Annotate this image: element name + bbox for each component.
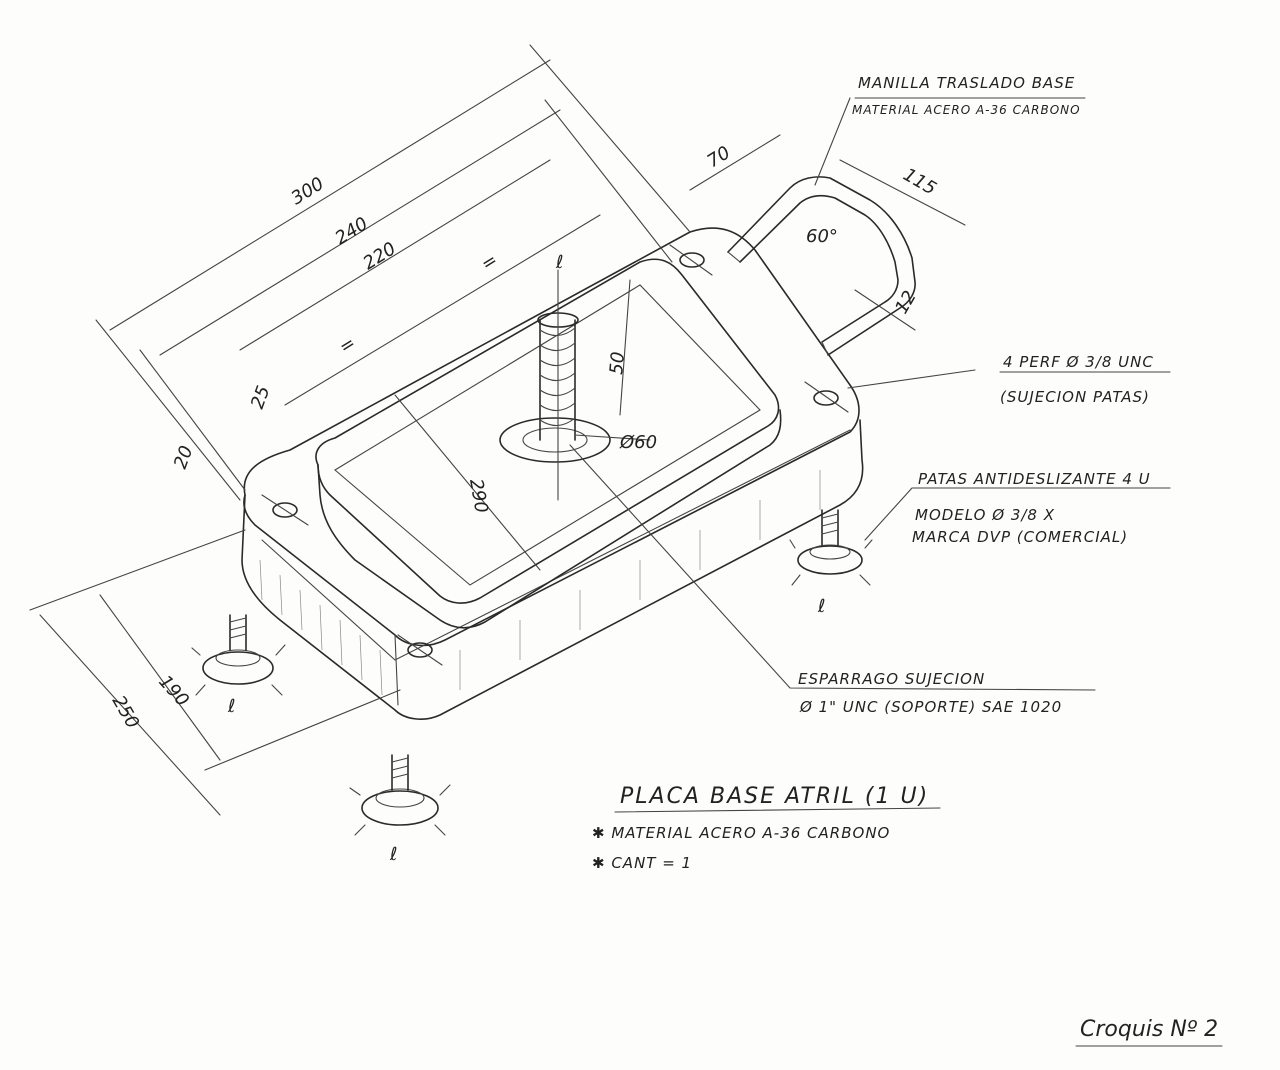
stud-note-line1: ESPARRAGO SUJECION	[798, 670, 985, 688]
feet-note-line3: MARCA DVP (COMERCIAL)	[912, 528, 1128, 546]
dim-20: 20	[170, 443, 198, 472]
sheet-number: Croquis Nº 2	[1080, 1017, 1218, 1042]
levelling-foot-left	[191, 614, 286, 696]
handle-material-note: MATERIAL ACERO A-36 CARBONO	[852, 103, 1081, 117]
dim-50: 50	[606, 351, 629, 376]
feet-note-line2: MODELO Ø 3/8 X	[915, 506, 1055, 524]
mounting-holes	[261, 244, 849, 666]
drawing-title: PLACA BASE ATRIL (1 U)	[620, 784, 929, 809]
dim-eq-1: =	[336, 332, 360, 358]
levelling-foot-front	[349, 754, 451, 836]
dim-70: 70	[704, 142, 735, 172]
dim-250: 250	[108, 692, 143, 732]
drawing-quantity: ✱ CANT = 1	[592, 854, 692, 872]
raised-pad	[315, 258, 782, 629]
dim-240: 240	[332, 213, 372, 249]
centerline-mark-stud: ℓ	[555, 252, 563, 273]
centerline-mark-foot-right: ℓ	[817, 596, 825, 617]
drawing-material: ✱ MATERIAL ACERO A-36 CARBONO	[592, 824, 890, 842]
levelling-foot-right	[789, 509, 873, 586]
threaded-stud	[499, 269, 611, 501]
base-plate	[241, 227, 864, 720]
dim-angle-60: 60°	[806, 226, 838, 247]
dim-220: 220	[360, 238, 400, 274]
dim-25: 25	[247, 383, 275, 412]
centerline-mark-foot-front: ℓ	[389, 844, 397, 865]
dimension-lines	[29, 44, 966, 816]
dim-290: 290	[465, 477, 492, 514]
dim-300: 300	[288, 173, 328, 209]
leader-lines	[569, 97, 1171, 813]
stud-note-line2: Ø 1" UNC (SOPORTE) SAE 1020	[799, 698, 1062, 716]
dim-60: Ø60	[619, 432, 657, 453]
handle-title-note: MANILLA TRASLADO BASE	[858, 74, 1075, 92]
centerline-mark-foot-left: ℓ	[227, 696, 235, 717]
carry-handle	[727, 176, 916, 356]
dim-eq-2: =	[478, 249, 502, 275]
feet-note-line1: PATAS ANTIDESLIZANTE 4 U	[918, 470, 1151, 488]
holes-note-line2: (SUJECION PATAS)	[1000, 388, 1150, 406]
holes-note-line1: 4 PERF Ø 3/8 UNC	[1003, 353, 1154, 371]
